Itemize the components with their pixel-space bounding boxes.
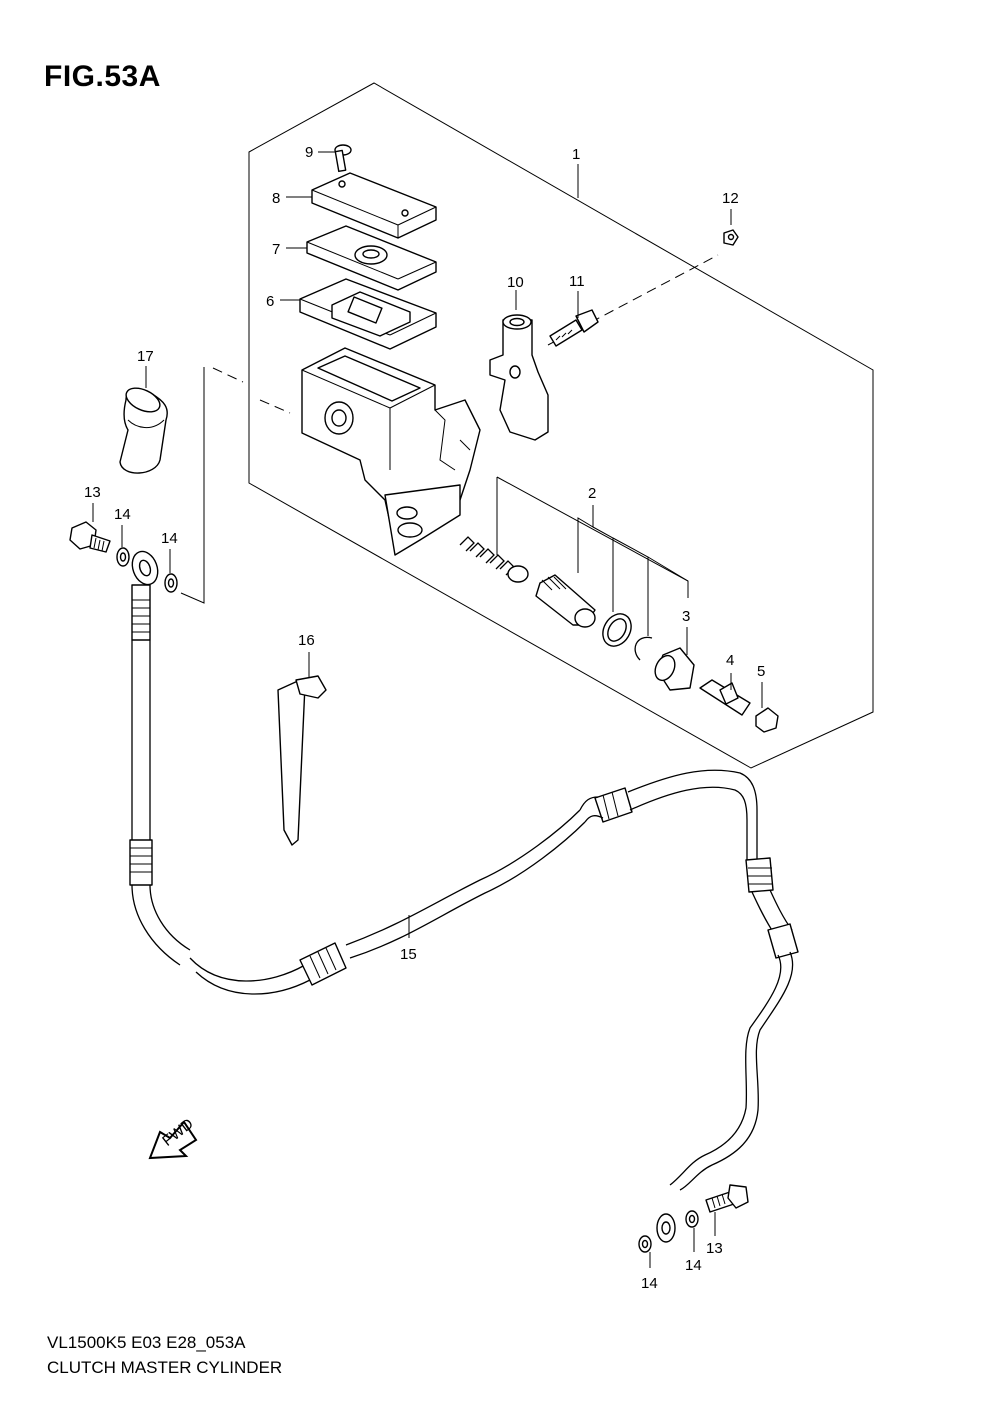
washer-part-14-right-b (685, 1210, 699, 1228)
callout-8: 8 (272, 190, 280, 207)
alignment-bracket (180, 367, 205, 604)
callout-2: 2 (588, 485, 596, 502)
washer-part-14-left-b (164, 573, 178, 593)
holder-part-10 (489, 314, 549, 441)
leader-lines (92, 151, 763, 1268)
clamp-part-16 (277, 675, 327, 846)
diaphragm-plate-part-7 (306, 225, 437, 291)
forward-arrow: FWD (148, 1115, 198, 1160)
callout-16: 16 (298, 632, 315, 649)
diaphragm-part-6 (299, 278, 437, 350)
boot-part-3 (654, 647, 695, 691)
callout-14-right-a: 14 (641, 1275, 658, 1292)
reservoir-cap-part-8 (311, 172, 437, 239)
cover-part-17 (119, 387, 168, 474)
seal-ring-part-2 (602, 613, 632, 647)
callout-11: 11 (569, 273, 585, 290)
callout-6: 6 (266, 293, 274, 310)
piston-part-2 (535, 574, 596, 628)
callout-15: 15 (400, 946, 417, 963)
washer-part-14-left-a (116, 547, 130, 567)
callout-3: 3 (682, 608, 690, 625)
callout-13-left: 13 (84, 484, 101, 501)
nut-part-12 (723, 229, 739, 246)
callout-17: 17 (137, 348, 154, 365)
assembly-boundary (248, 82, 874, 769)
bolt-part-11 (549, 309, 599, 347)
footer-caption: CLUTCH MASTER CYLINDER (47, 1358, 283, 1377)
figure-title: FIG.53A (44, 60, 161, 93)
spring-part-2 (459, 536, 529, 583)
callout-14-left-a: 14 (114, 506, 131, 523)
union-bolt-part-13-right (705, 1184, 749, 1213)
screw-part-9 (334, 144, 352, 173)
circlip-part-2 (634, 636, 653, 661)
callout-5: 5 (757, 663, 765, 680)
callout-10: 10 (507, 274, 524, 291)
callout-7: 7 (272, 241, 280, 258)
callout-14-right-b: 14 (685, 1257, 702, 1274)
callout-4: 4 (726, 652, 734, 669)
callout-1: 1 (572, 146, 580, 163)
callout-labels: 1 2 3 4 5 6 7 8 9 10 11 12 13 13 14 14 1… (84, 144, 765, 1292)
brake-hose-part-15 (129, 550, 799, 1243)
washer-part-14-right-a (638, 1235, 652, 1253)
callout-9: 9 (305, 144, 313, 161)
alignment-dashes (212, 254, 719, 414)
nut-part-5 (755, 707, 779, 733)
callout-14-left-b: 14 (161, 530, 178, 547)
callout-12: 12 (722, 190, 739, 207)
footer-model-code: VL1500K5 E03 E28_053A (47, 1333, 246, 1352)
union-bolt-part-13-left (69, 521, 111, 553)
callout-13-right: 13 (706, 1240, 723, 1257)
master-cylinder-body (301, 347, 481, 556)
push-rod-part-4 (699, 679, 751, 716)
